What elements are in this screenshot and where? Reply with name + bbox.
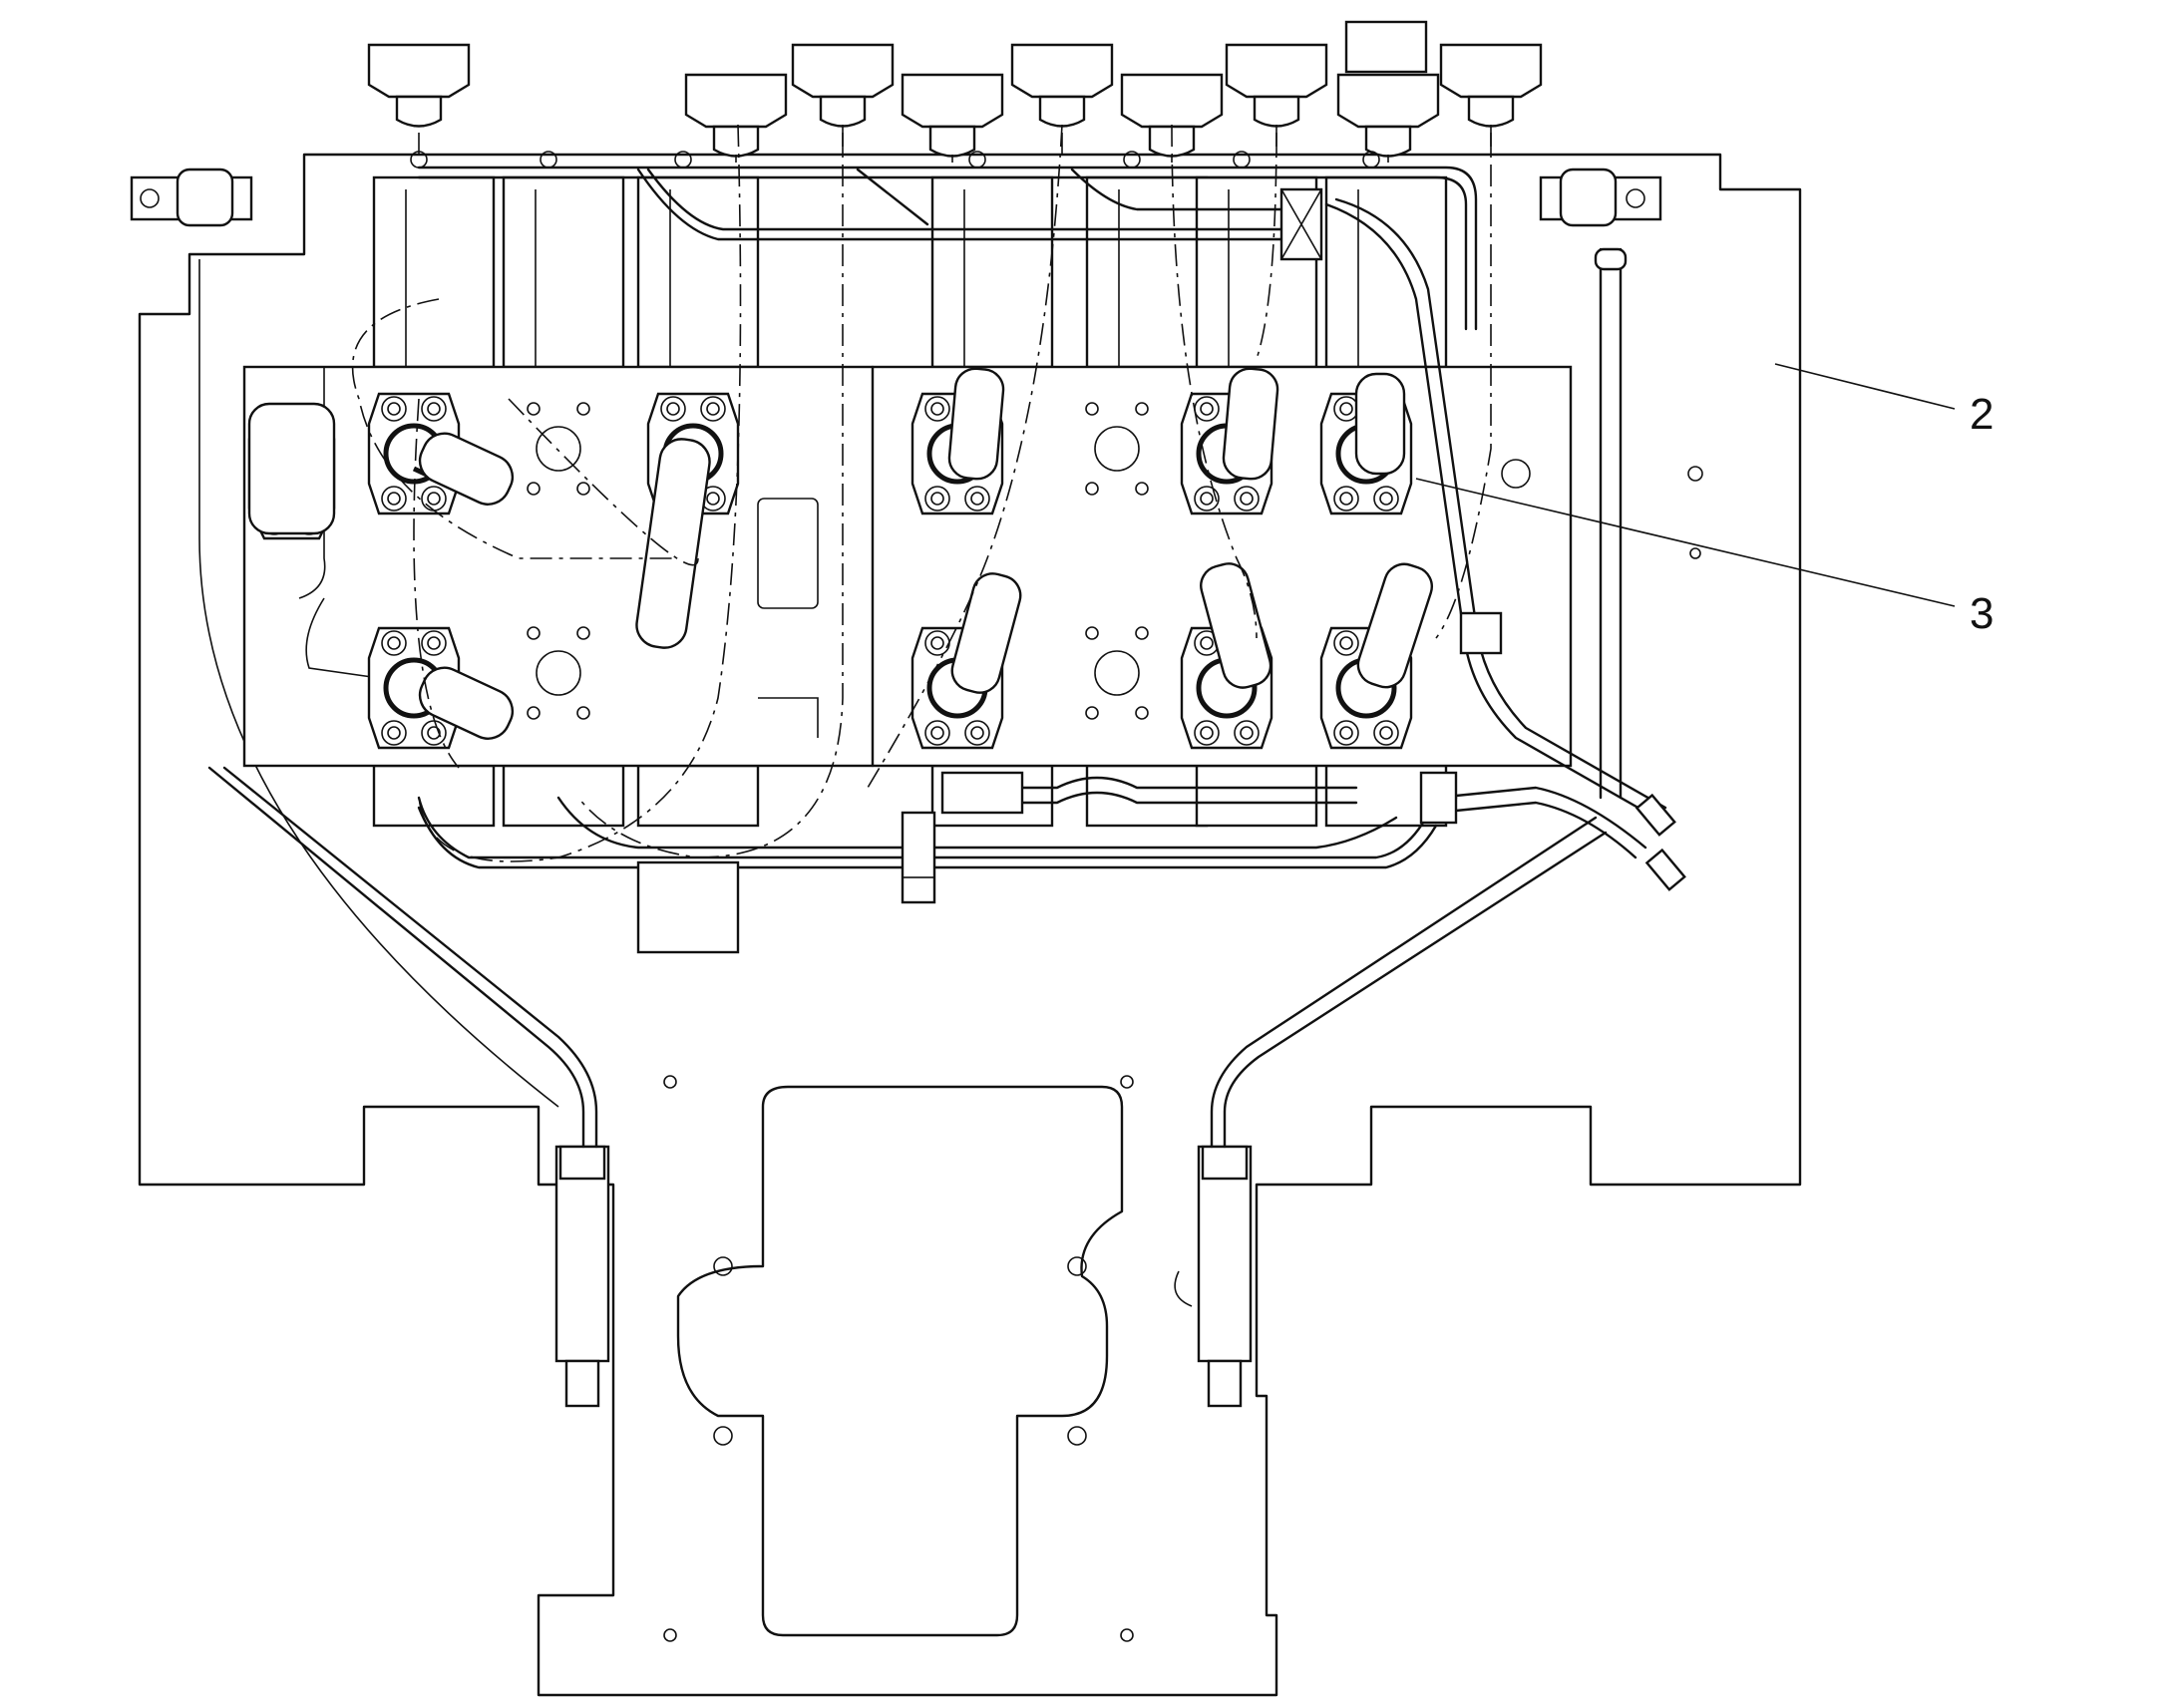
- right-cylinder: [1174, 816, 1608, 1408]
- pilot-tubing: [417, 166, 1667, 820]
- bolt-pattern: [527, 402, 590, 496]
- lower-tubing: [417, 247, 1686, 954]
- routing-centerlines: [351, 124, 1492, 862]
- left-top-mount: [130, 168, 253, 227]
- control-knob: [901, 73, 1004, 163]
- valve-section: [636, 151, 760, 828]
- control-knob: [367, 43, 471, 155]
- callout-3-label: 3: [1970, 589, 1994, 638]
- control-knob: [684, 73, 788, 163]
- control-knob: [791, 43, 895, 155]
- control-knob: [1439, 43, 1543, 155]
- control-knob: [1336, 73, 1440, 163]
- callout-2-label: 2: [1970, 390, 1994, 439]
- valve-sections: [372, 151, 1448, 828]
- knob-cap: [1344, 20, 1428, 74]
- bolt-pattern: [1085, 402, 1149, 496]
- control-knobs: [367, 20, 1543, 163]
- control-knob: [1010, 43, 1114, 155]
- bolt-pattern: [1085, 626, 1149, 720]
- lower-bracket-cutout: [676, 1085, 1124, 1637]
- hoses: [412, 367, 1433, 740]
- callout-3: 3: [1415, 478, 1994, 638]
- bolt-patterns: [527, 402, 1149, 720]
- valve-section: [372, 151, 496, 828]
- valve-section: [1324, 151, 1448, 828]
- control-knob: [1120, 73, 1224, 163]
- callout-2: 2: [1774, 363, 1994, 439]
- bolt-pattern: [527, 626, 590, 720]
- valve-section: [502, 151, 625, 828]
- left-cylinder: [207, 766, 610, 1408]
- right-top-mount: [1539, 168, 1662, 227]
- control-knob: [1225, 43, 1328, 155]
